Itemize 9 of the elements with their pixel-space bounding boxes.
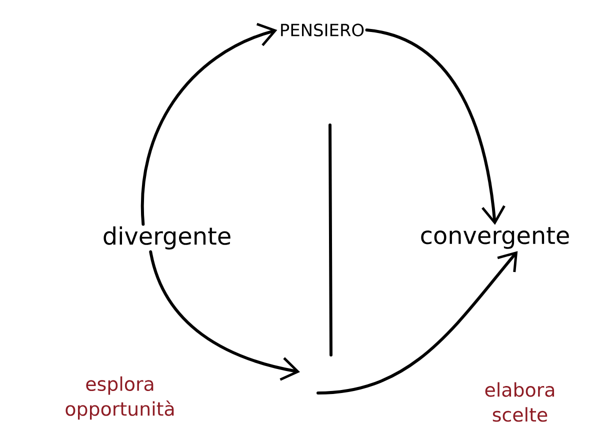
node-label: divergente: [104, 226, 230, 250]
node-label: convergente: [421, 227, 569, 249]
curved-arrow: [365, 28, 506, 225]
note-label: elabora scelte: [485, 382, 554, 422]
curved-arrow: [140, 22, 278, 226]
note-label: esplora opportunità: [66, 376, 174, 420]
heading-label: PENSIERO: [281, 24, 364, 36]
curved-arrow: [149, 250, 300, 381]
curved-arrow: [316, 251, 518, 394]
